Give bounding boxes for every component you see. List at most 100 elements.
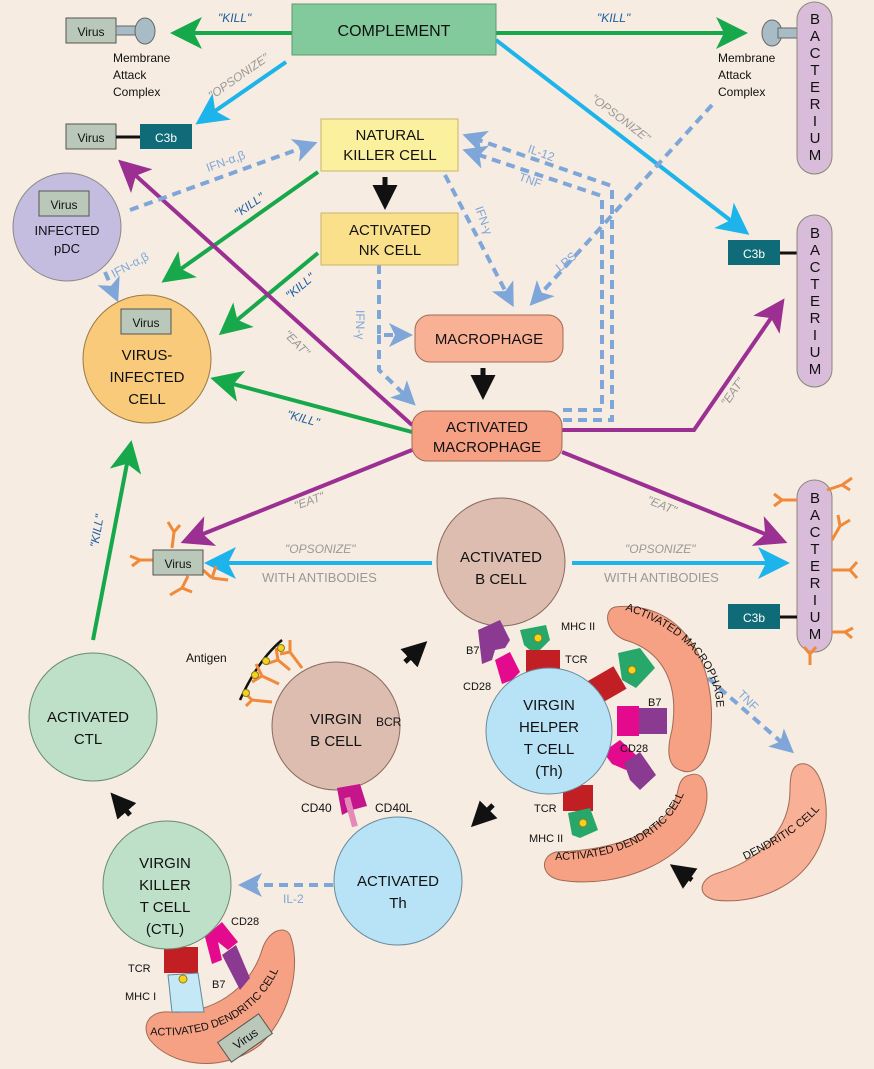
bacterium-shape (796, 214, 833, 388)
b7-label: B7 (212, 979, 225, 991)
with-antibodies-label: WITH ANTIBODIES (262, 570, 377, 585)
macrophage-label: MACROPHAGE (435, 331, 543, 348)
nk-label: KILLER CELL (343, 147, 436, 164)
eat-arrow-macrophage-virus (118, 159, 414, 427)
ifn-ab-label: IFN-α,β (109, 249, 151, 280)
bacterium-letter: R (810, 96, 821, 113)
bacterium-letter: C (810, 45, 821, 62)
abc-label: B CELL (475, 571, 527, 588)
tcr-label: TCR (565, 654, 588, 666)
cd28-label: CD28 (231, 916, 259, 928)
macrophage[interactable]: MACROPHAGE (414, 314, 564, 363)
virus-label: Virus (77, 131, 104, 145)
bacterium-letter: I (813, 592, 817, 609)
kill-label: "KILL" (87, 513, 107, 549)
mhc1-label: MHC I (125, 991, 156, 1003)
antibody-icons (129, 521, 229, 597)
vkt-label: KILLER (139, 877, 191, 894)
cd28-label: CD28 (620, 743, 648, 755)
activated-b-cell[interactable]: ACTIVATED B CELL (436, 497, 566, 627)
b7-label: B7 (648, 697, 661, 709)
kill-arrow-ctl-virus-cell (91, 440, 142, 641)
tnf-arrow-macrophage-dc (706, 676, 795, 754)
activated-th[interactable]: ACTIVATED Th (333, 816, 463, 946)
activated-ctl[interactable]: ACTIVATED CTL (28, 652, 158, 782)
bacterium-shape (796, 479, 833, 653)
tcr-label: TCR (128, 963, 151, 975)
mac-label: Complex (113, 85, 160, 99)
mac-label: Complex (718, 85, 765, 99)
virgin-killer-t-cell[interactable]: VIRGIN KILLER T CELL (CTL) (102, 820, 232, 950)
vkt-label: (CTL) (146, 921, 184, 938)
il12-arrow-macrophage-nk (462, 130, 614, 422)
complement-label: COMPLEMENT (338, 23, 451, 40)
bacterium-shape (796, 1, 833, 175)
kill-arrow-macrophage-virus-cell (210, 370, 413, 434)
with-antibodies-label: WITH ANTIBODIES (604, 570, 719, 585)
eat-arrow-macrophage-bacterium-2 (561, 450, 788, 546)
am-label: MACROPHAGE (433, 439, 541, 456)
bacterium-letter: I (813, 327, 817, 344)
virus-label: Virus (77, 25, 104, 39)
kill-arrow-ank-virus-cell (218, 251, 320, 336)
opsonize-arrow-complement-bacterium (494, 38, 750, 235)
virus-mac-left: Virus Membrane Attack Complex (65, 17, 171, 99)
vht-label: T CELL (524, 741, 575, 758)
kill-label: "KILL" (597, 11, 631, 25)
arrow-vkt-to-actl (110, 792, 137, 820)
tnf-label: TNF (517, 170, 544, 191)
bacterium-letter: B (810, 490, 820, 507)
tnf-label: TNF (735, 687, 761, 713)
arrow-vbcell-to-abcell (400, 641, 428, 668)
mac-label: Attack (113, 68, 147, 82)
infected-pdc[interactable]: Virus INFECTED pDC (12, 172, 122, 282)
virus-label: Virus (50, 198, 77, 212)
bcr-label: BCR (376, 715, 402, 729)
dendritic-cell[interactable]: DENDRITIC CELL (701, 763, 827, 902)
vbc-label: VIRGIN (310, 711, 362, 728)
bacterium-letter: M (809, 361, 822, 378)
membrane-attack-complex-icon (134, 17, 156, 45)
bacterium-letter: I (813, 113, 817, 130)
ifn-g-label: IFN-γ (353, 310, 367, 339)
bacterium-letter: R (810, 310, 821, 327)
bacterium-letter: E (810, 558, 820, 575)
virgin-helper-t-cell[interactable]: VIRGIN HELPER T CELL (Th) (485, 667, 613, 795)
opsonized-virus: Virus (129, 521, 229, 597)
c3b-label: C3b (155, 131, 177, 145)
bacterium-letter: M (809, 147, 822, 164)
natural-killer-cell[interactable]: NATURAL KILLER CELL (320, 118, 459, 172)
virgin-b-cell[interactable]: VIRGIN B CELL BCR Antigen CD40 CD40L (186, 639, 413, 828)
tnf-arrow-macrophage-nk (462, 145, 604, 412)
bacterium-letter: A (810, 242, 820, 259)
mac-label: Attack (718, 68, 752, 82)
vht-label: (Th) (535, 763, 563, 780)
arrows-layer (91, 17, 795, 897)
vic-label: VIRUS- (122, 347, 173, 364)
bacterium-letter: E (810, 293, 820, 310)
b7-label: B7 (466, 645, 479, 657)
cd40-label: CD40 (301, 801, 332, 815)
actl-label: CTL (74, 731, 102, 748)
bacterium-letter: C (810, 524, 821, 541)
kill-label: "KILL" (232, 190, 268, 221)
bacterium-letter: B (810, 225, 820, 242)
mhc2-label: MHC II (561, 621, 595, 633)
complement-box[interactable]: COMPLEMENT (291, 3, 497, 56)
bacterium-letter: U (810, 609, 821, 626)
activated-nk-cell[interactable]: ACTIVATED NK CELL (320, 212, 459, 266)
bacterium-letter: B (810, 11, 820, 28)
c3b-label: C3b (743, 247, 765, 261)
vic-label: INFECTED (110, 369, 185, 386)
bacterium-letter: C (810, 259, 821, 276)
mhc2-label: MHC II (529, 833, 563, 845)
helper-t-receptor-labels: B7 CD28 MHC II TCR B7 CD28 TCR MHC II (463, 621, 661, 845)
ifn-g-arrow-nk-macrophage (443, 174, 514, 308)
cd28-label: CD28 (463, 681, 491, 693)
ath-label: Th (389, 895, 407, 912)
virus-infected-cell[interactable]: Virus VIRUS- INFECTED CELL (82, 294, 212, 424)
activated-macrophage[interactable]: ACTIVATED MACROPHAGE (411, 410, 563, 462)
